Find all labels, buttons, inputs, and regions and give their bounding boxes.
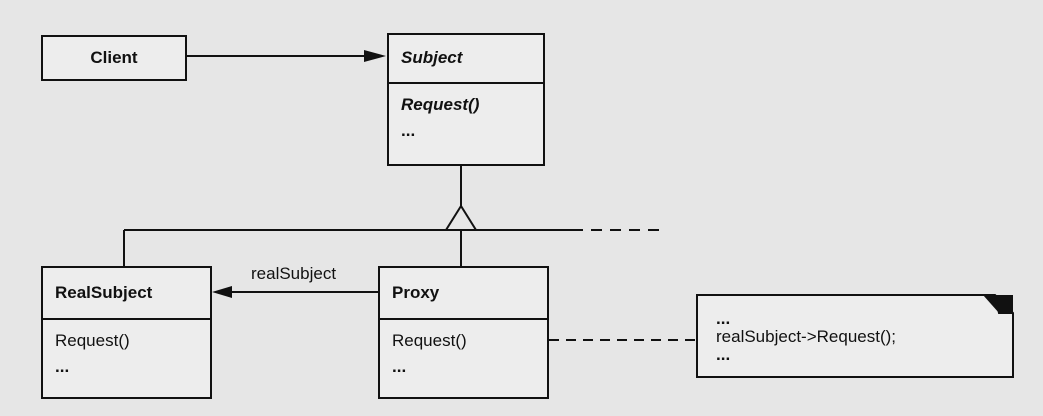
realsubject-operation: Request()	[55, 331, 130, 350]
subject-class: Subject Request() ...	[387, 33, 545, 166]
client-class-name: Client	[90, 48, 138, 67]
note-line: ...	[716, 309, 731, 328]
client-class: Client	[41, 35, 187, 81]
note-fold-edge	[994, 294, 1013, 314]
proxy-class-name: Proxy	[392, 283, 440, 302]
proxy-operation: ...	[392, 357, 407, 376]
implementation-note: ... realSubject->Request(); ...	[696, 294, 1014, 378]
realsubject-operation: ...	[55, 357, 70, 376]
realsubject-class: RealSubject Request() ...	[41, 266, 212, 399]
subject-operation: ...	[401, 121, 416, 140]
proxy-class: Proxy Request() ...	[378, 266, 549, 399]
note-shape	[696, 294, 1014, 378]
proxy-realsubject-arrowhead	[212, 286, 232, 298]
note-body	[696, 294, 1014, 378]
realsubject-operations: Request() ...	[43, 318, 210, 397]
subject-class-name: Subject	[401, 48, 463, 67]
proxy-operation: Request()	[392, 331, 467, 350]
subject-operations: Request() ...	[389, 82, 543, 164]
note-line: realSubject->Request();	[716, 327, 897, 346]
client-subject-arrowhead	[364, 50, 386, 62]
note-text: ... realSubject->Request(); ...	[716, 310, 896, 364]
realsubject-class-name: RealSubject	[55, 283, 153, 302]
inheritance-triangle	[444, 204, 478, 231]
note-line: ...	[716, 345, 731, 364]
association-label: realSubject	[251, 264, 337, 283]
subject-operation: Request()	[401, 95, 480, 114]
proxy-operations: Request() ...	[380, 318, 547, 397]
